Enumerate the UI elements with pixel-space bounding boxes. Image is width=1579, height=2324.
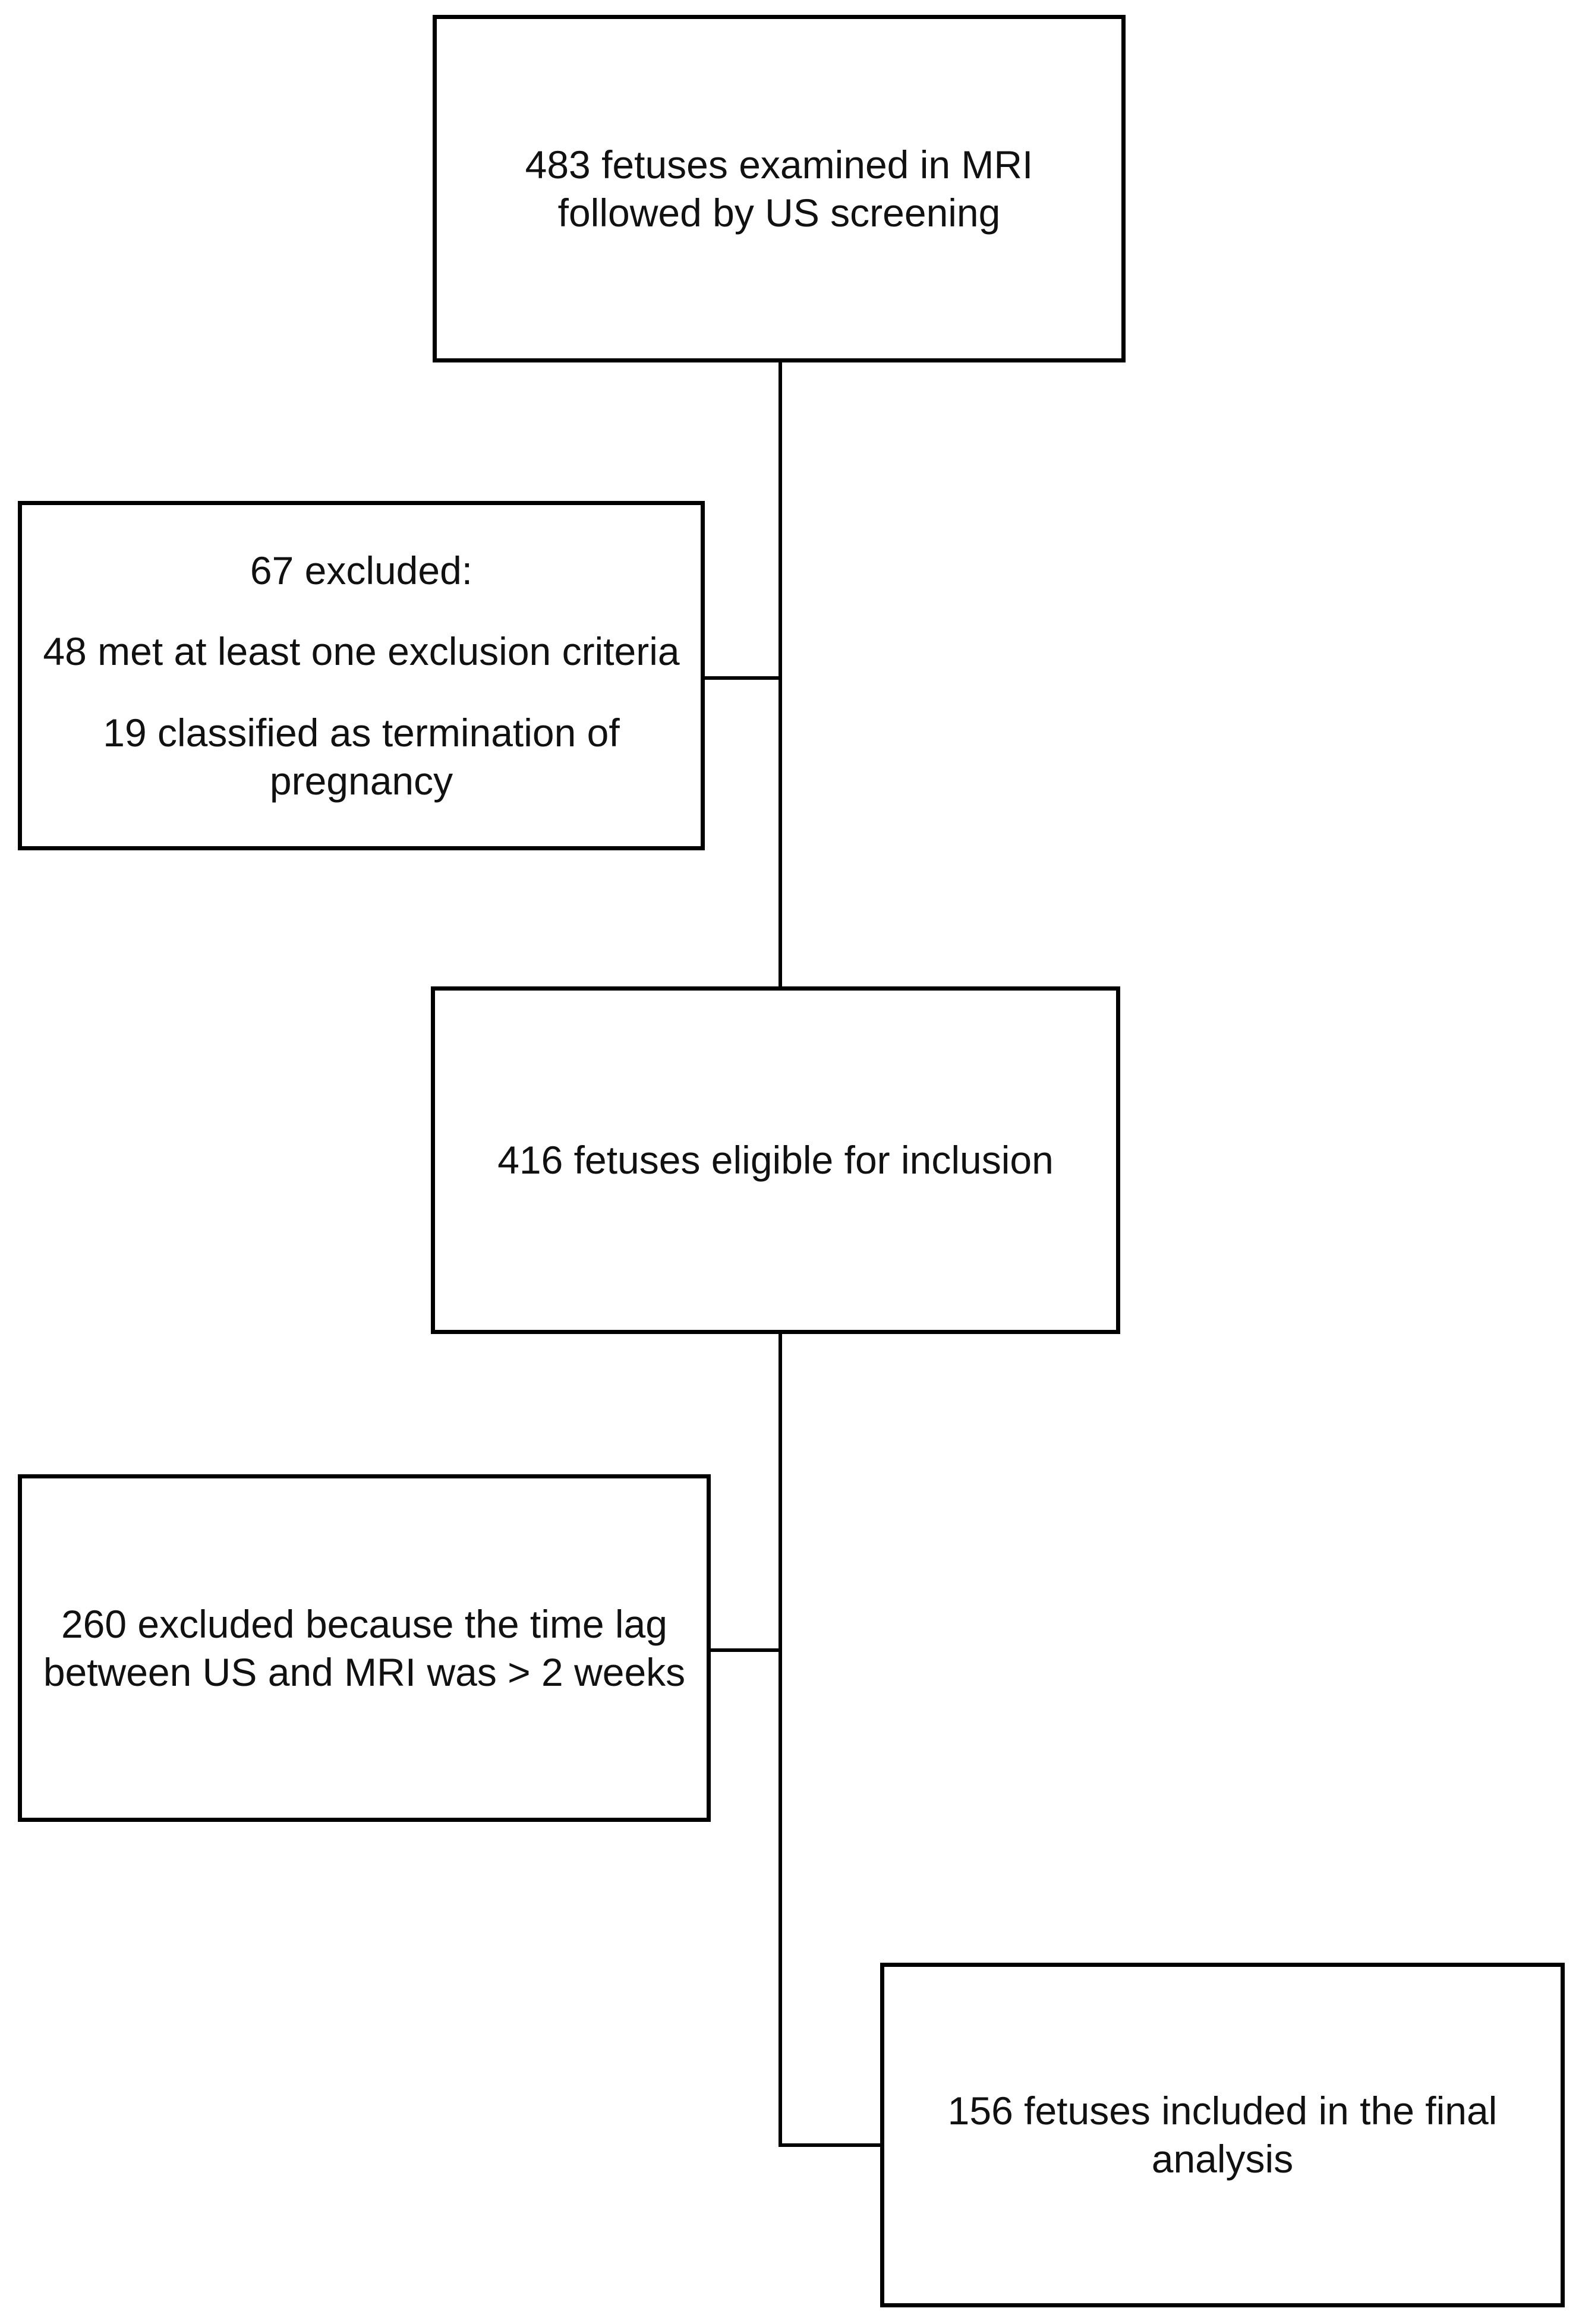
node-examined: 483 fetuses examined in MRI followed by … [433, 15, 1126, 362]
node-examined-line2: followed by US screening [557, 190, 1001, 235]
node-examined-line1: 483 fetuses examined in MRI [525, 142, 1033, 187]
node-eligible-text: 416 fetuses eligible for inclusion [497, 1138, 1054, 1183]
node-final: 156 fetuses included in the final analys… [880, 1963, 1565, 2307]
connector-excluded-second-branch [711, 1648, 782, 1652]
node-excluded-second-text: 260 excluded because the time lag betwee… [43, 1601, 686, 1694]
connector-examined-to-eligible [779, 360, 782, 989]
connector-eligible-to-final [779, 1331, 782, 2147]
node-eligible: 416 fetuses eligible for inclusion [431, 986, 1120, 1334]
node-excluded-first: 67 excluded: 48 met at least one exclusi… [18, 501, 705, 850]
node-final-text: 156 fetuses included in the final analys… [947, 2089, 1498, 2181]
connector-excluded-first-branch [705, 676, 782, 680]
node-excluded-second: 260 excluded because the time lag betwee… [18, 1474, 711, 1822]
connector-elbow-to-final [779, 2143, 884, 2147]
node-excluded-first-item1: 48 met at least one exclusion criteria [43, 629, 680, 674]
node-excluded-first-item2: 19 classified as termination of pregnanc… [103, 711, 620, 803]
node-excluded-first-heading: 67 excluded: [250, 548, 473, 592]
